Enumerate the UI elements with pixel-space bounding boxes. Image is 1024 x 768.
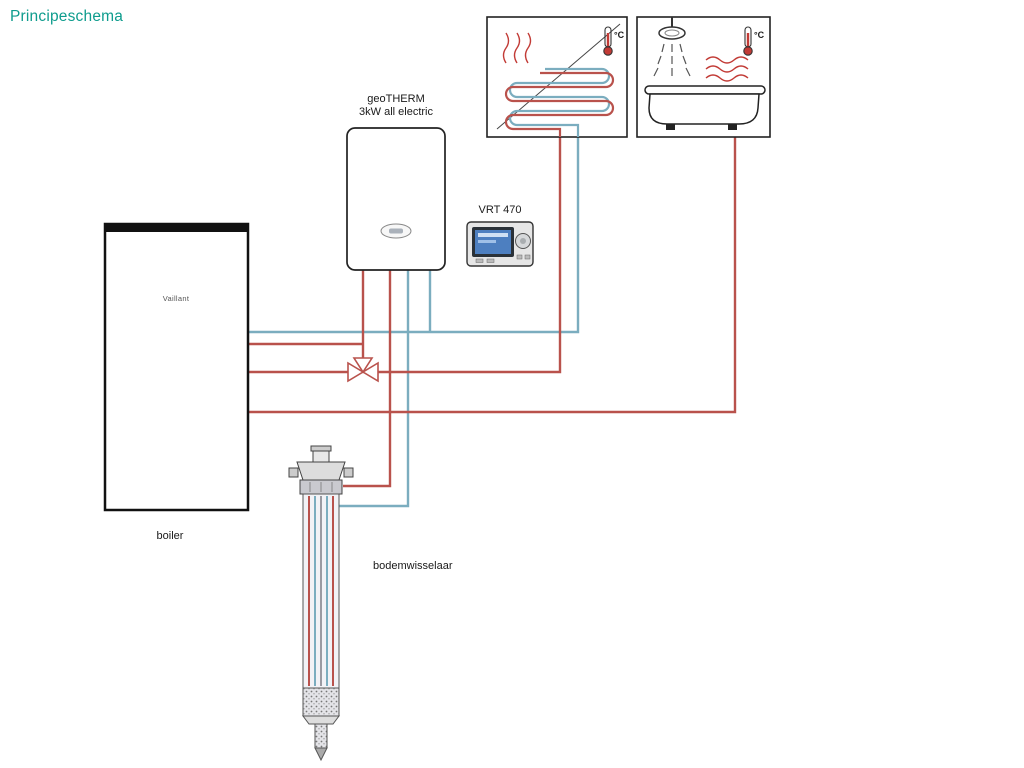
pipe-floor-heating-flow — [378, 137, 562, 374]
steam-wave — [705, 56, 749, 64]
tub-foot — [728, 124, 737, 130]
pipe-hot-water-to-bath — [248, 137, 737, 414]
three-way-valve-icon — [347, 357, 379, 383]
probe-neck-cap — [310, 445, 332, 452]
pipe-ground-loop-cold — [339, 270, 410, 508]
screen-graphic — [478, 240, 496, 243]
valve-right-triangle — [361, 361, 379, 383]
probe-lug-left — [288, 467, 299, 478]
valve-left-triangle — [347, 361, 365, 383]
spray-drop — [657, 55, 662, 65]
screen-graphic — [478, 233, 508, 237]
boiler-label: boiler — [157, 530, 184, 542]
shower-head-inner — [664, 29, 680, 37]
probe-tip-tube — [314, 723, 328, 749]
steam-wave — [705, 65, 749, 73]
tub-foot — [666, 124, 675, 130]
ground-heat-exchanger-label: bodemwisselaar — [373, 560, 453, 572]
thermometer-bulb-outline — [603, 46, 613, 56]
floor-heating-temp-label: °C — [614, 30, 625, 40]
boiler-brand-label: Vaillant — [163, 294, 190, 303]
boiler-unit: Vaillant boiler — [103, 222, 250, 542]
thermostat-unit: VRT 470 — [466, 204, 534, 267]
page-title: Principeschema — [10, 8, 124, 25]
valve-top-triangle — [352, 357, 374, 374]
heat-pump-label-line1: geoTHERM — [367, 93, 424, 105]
thermometer-icon — [603, 26, 613, 56]
boiler-body — [103, 222, 250, 512]
thermostat-button — [516, 254, 523, 260]
probe-inner-pipes — [308, 496, 334, 686]
steam-waves-icon — [705, 56, 749, 82]
thermometer-bulb-outline — [743, 46, 753, 56]
spray-drop — [685, 67, 691, 77]
probe-filter-section — [302, 687, 340, 717]
thermostat-button — [524, 254, 531, 260]
bathroom-temp-label: °C — [754, 30, 765, 40]
thermometer-icon — [743, 26, 753, 56]
bathtub-icon — [644, 85, 766, 130]
heat-pump-label-line2: 3kW all electric — [359, 106, 433, 118]
spray-drop — [661, 43, 665, 53]
thermostat-dial-center — [520, 238, 526, 244]
tub-rim — [644, 85, 766, 95]
heat-pump-unit: geoTHERM 3kW all electric — [346, 93, 446, 271]
floor-heating-panel: °C — [486, 16, 628, 138]
probe-tip-point — [314, 747, 328, 762]
thermometer-stem-fill — [746, 33, 750, 47]
heat-wave — [502, 32, 510, 64]
heat-wave — [513, 32, 521, 64]
spray-drop — [653, 67, 659, 77]
thermostat-button — [486, 258, 495, 263]
heat-waves-icon — [502, 32, 532, 64]
probe-reducer — [302, 715, 340, 725]
thermometer-red-fill — [603, 33, 613, 56]
thermometer-stem-fill — [606, 33, 610, 47]
thermometer-red-fill — [743, 33, 753, 56]
cold-pipes — [248, 137, 580, 508]
hot-pipes — [248, 137, 737, 488]
probe-cap — [296, 461, 346, 481]
steam-wave — [705, 74, 749, 82]
thermostat-label: VRT 470 — [478, 204, 521, 216]
spray-drop — [682, 55, 687, 65]
boiler-top-band — [104, 223, 249, 232]
pipe-floor-heating-return — [248, 137, 580, 334]
probe-lug-right — [343, 467, 354, 478]
thermometer-bulb — [743, 46, 753, 56]
tub-body — [648, 93, 760, 125]
probe-neck — [312, 449, 330, 463]
floor-coil-hot — [504, 71, 615, 137]
thermostat-button — [475, 258, 484, 263]
ground-heat-exchanger: bodemwisselaar — [288, 445, 453, 762]
heat-pump-body — [346, 127, 446, 271]
shower-spray — [653, 43, 691, 77]
brand-badge-mark — [389, 228, 403, 234]
bathroom-panel: °C — [636, 16, 771, 138]
pipe-ground-loop-warm — [343, 270, 392, 488]
heat-wave — [524, 32, 532, 64]
shower-head — [658, 26, 686, 40]
thermometer-bulb — [603, 46, 613, 56]
shower-icon — [658, 17, 686, 40]
spray-drop — [679, 43, 683, 53]
